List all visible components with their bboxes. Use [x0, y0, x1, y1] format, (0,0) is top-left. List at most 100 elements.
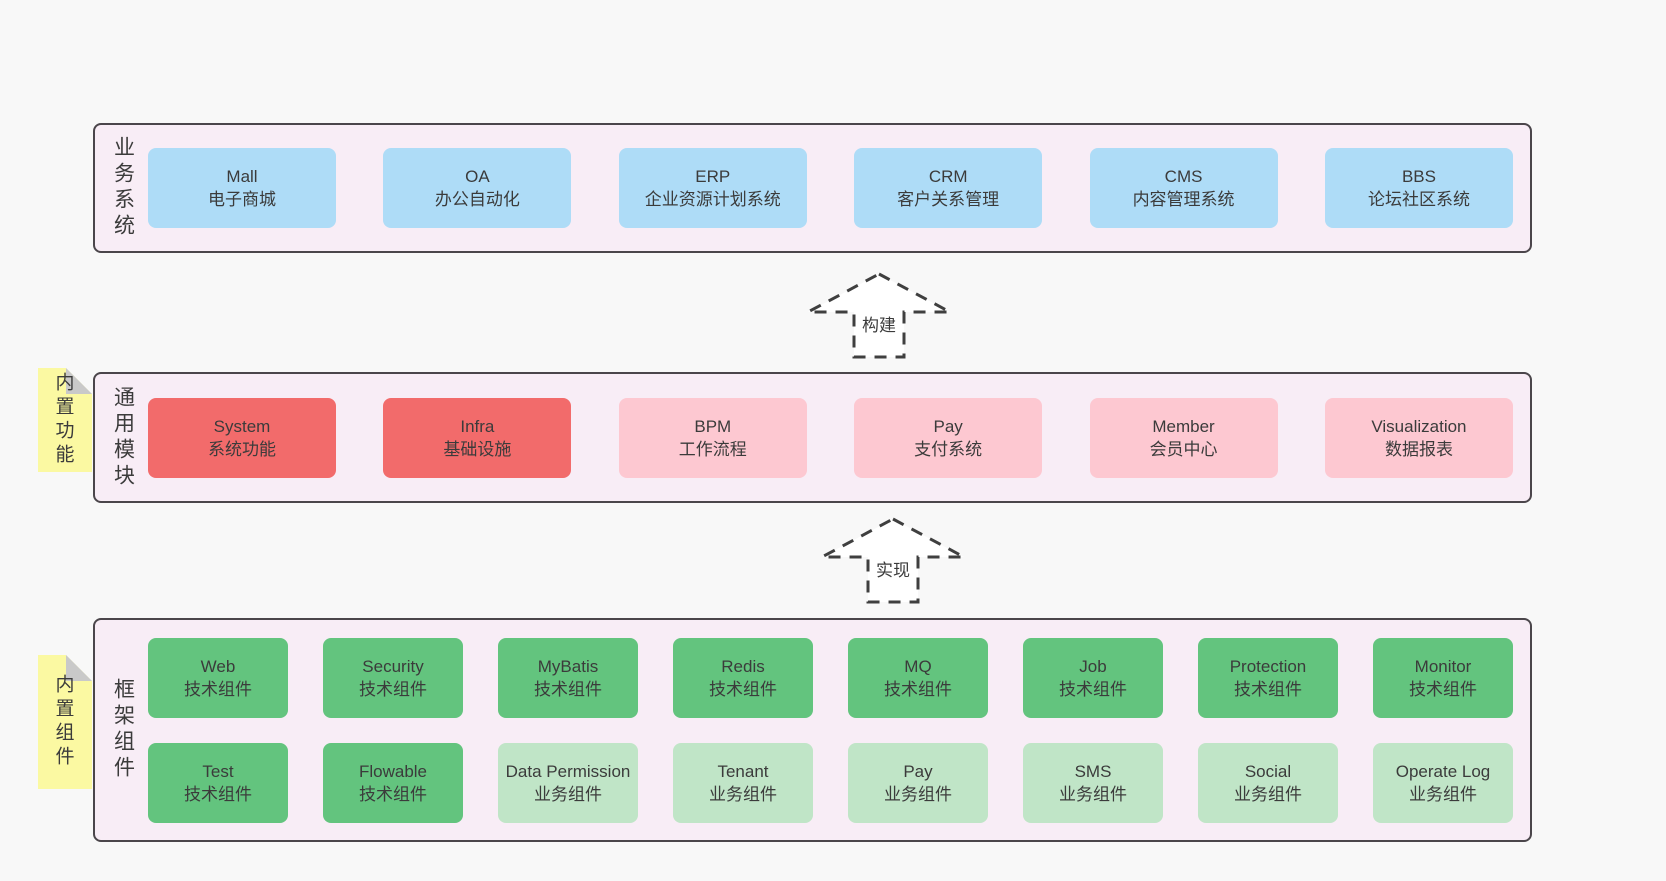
common-modules-row: System 系统功能 Infra 基础设施 BPM 工作流程 Pay 支付系统…: [148, 398, 1513, 478]
node-title: Test: [202, 762, 234, 781]
node-visualization: Visualization 数据报表: [1324, 398, 1513, 478]
node-subtitle: 论坛社区系统: [1367, 190, 1470, 209]
tag-built-in-components-label: 内置组件: [52, 674, 74, 770]
node-subtitle: 内容管理系统: [1132, 190, 1235, 209]
node-job: Job 技术组件: [1023, 638, 1163, 718]
node-tenant: Tenant 业务组件: [673, 743, 813, 823]
node-title: BPM: [694, 417, 732, 436]
node-bpm: BPM 工作流程: [618, 398, 807, 478]
tag-built-in-features-label: 内置功能: [52, 372, 74, 468]
node-title: Social: [1244, 762, 1292, 781]
node-security: Security 技术组件: [323, 638, 463, 718]
node-mall: Mall 电子商城: [148, 148, 336, 228]
node-sms: SMS 业务组件: [1023, 743, 1163, 823]
node-subtitle: 技术组件: [184, 680, 252, 699]
node-bbs: BBS 论坛社区系统: [1324, 148, 1513, 228]
node-title: Member: [1152, 417, 1215, 436]
node-subtitle: 技术组件: [184, 785, 252, 804]
node-subtitle: 技术组件: [534, 680, 602, 699]
node-pay-system: Pay 支付系统: [854, 398, 1043, 478]
node-subtitle: 数据报表: [1384, 440, 1453, 459]
node-title: Mall: [226, 167, 258, 186]
node-social: Social 业务组件: [1198, 743, 1338, 823]
node-subtitle: 会员中心: [1149, 440, 1218, 459]
node-redis: Redis 技术组件: [673, 638, 813, 718]
node-web: Web 技术组件: [148, 638, 288, 718]
implement-arrow-label: 实现: [876, 561, 910, 580]
node-title: CRM: [928, 167, 968, 186]
node-subtitle: 电子商城: [208, 190, 276, 209]
framework-components-row-1: Web 技术组件 Security 技术组件 MyBatis 技术组件 Redi…: [148, 638, 1513, 718]
node-subtitle: 技术组件: [884, 680, 952, 699]
node-operate-log: Operate Log 业务组件: [1373, 743, 1513, 823]
node-subtitle: 技术组件: [1234, 680, 1302, 699]
framework-components-row-2: Test 技术组件 Flowable 技术组件 Data Permission …: [148, 743, 1513, 823]
implement-arrow-dashed-up: 实现: [821, 517, 965, 604]
node-protection: Protection 技术组件: [1198, 638, 1338, 718]
node-title: Flowable: [358, 762, 428, 781]
node-subtitle: 企业资源计划系统: [644, 190, 781, 209]
layer-label-framework-components: 框架组件: [111, 678, 135, 782]
node-mq: MQ 技术组件: [848, 638, 988, 718]
node-title: Data Permission: [505, 762, 631, 781]
node-subtitle: 业务组件: [709, 785, 777, 804]
node-subtitle: 技术组件: [359, 785, 427, 804]
node-subtitle: 客户关系管理: [897, 190, 1000, 209]
node-member: Member 会员中心: [1089, 398, 1278, 478]
node-flowable: Flowable 技术组件: [323, 743, 463, 823]
node-title: Job: [1079, 657, 1107, 676]
node-monitor: Monitor 技术组件: [1373, 638, 1513, 718]
node-title: Pay: [903, 762, 933, 781]
layer-framework-components: 框架组件 Web 技术组件 Security 技术组件 MyBatis 技术组件…: [93, 618, 1532, 842]
node-title: Tenant: [717, 762, 769, 781]
node-crm: CRM 客户关系管理: [854, 148, 1043, 228]
node-title: Monitor: [1414, 657, 1472, 676]
node-subtitle: 业务组件: [1059, 785, 1127, 804]
node-title: Redis: [721, 657, 765, 676]
note-fold-icon: [66, 368, 92, 394]
layer-label-common-modules: 通用模块: [111, 385, 135, 490]
node-title: BBS: [1401, 167, 1436, 186]
business-systems-row: Mall 电子商城 OA 办公自动化 ERP 企业资源计划系统 CRM 客户关系…: [148, 148, 1513, 228]
node-oa: OA 办公自动化: [383, 148, 572, 228]
node-subtitle: 技术组件: [1059, 680, 1127, 699]
tag-built-in-features: 内置功能: [38, 368, 92, 472]
layer-label-business-systems: 业务系统: [111, 136, 135, 240]
note-fold-icon: [66, 655, 92, 681]
node-title: System: [213, 417, 271, 436]
node-subtitle: 业务组件: [534, 785, 602, 804]
node-subtitle: 业务组件: [1234, 785, 1302, 804]
node-title: MyBatis: [537, 657, 599, 676]
node-subtitle: 工作流程: [678, 440, 747, 459]
node-title: Operate Log: [1395, 762, 1491, 781]
node-title: CMS: [1164, 167, 1203, 186]
sticky-note-icon: [38, 368, 92, 472]
node-title: OA: [465, 167, 490, 186]
node-subtitle: 基础设施: [443, 440, 512, 459]
node-subtitle: 办公自动化: [434, 190, 520, 209]
node-erp: ERP 企业资源计划系统: [618, 148, 807, 228]
node-title: Protection: [1229, 657, 1307, 676]
node-title: MQ: [904, 657, 932, 676]
build-arrow-dashed-up: 构建: [807, 272, 951, 359]
layer-common-modules: 通用模块 System 系统功能 Infra 基础设施 BPM 工作流程 Pay…: [93, 372, 1532, 503]
node-system: System 系统功能: [148, 398, 336, 478]
node-subtitle: 技术组件: [1409, 680, 1477, 699]
node-data-permission: Data Permission 业务组件: [498, 743, 638, 823]
node-subtitle: 技术组件: [359, 680, 427, 699]
sticky-note-icon: [38, 655, 92, 789]
node-title: Security: [362, 657, 424, 676]
build-arrow-label: 构建: [862, 316, 896, 335]
layer-business-systems: 业务系统 Mall 电子商城 OA 办公自动化 ERP 企业资源计划系统 CRM…: [93, 123, 1532, 253]
node-subtitle: 业务组件: [884, 785, 952, 804]
node-pay-component: Pay 业务组件: [848, 743, 988, 823]
node-infra: Infra 基础设施: [383, 398, 572, 478]
node-title: ERP: [695, 167, 731, 186]
node-subtitle: 支付系统: [914, 440, 983, 459]
node-title: Pay: [933, 417, 963, 436]
node-title: Infra: [460, 417, 495, 436]
node-test: Test 技术组件: [148, 743, 288, 823]
tag-built-in-components: 内置组件: [38, 655, 92, 789]
node-subtitle: 系统功能: [208, 440, 276, 459]
